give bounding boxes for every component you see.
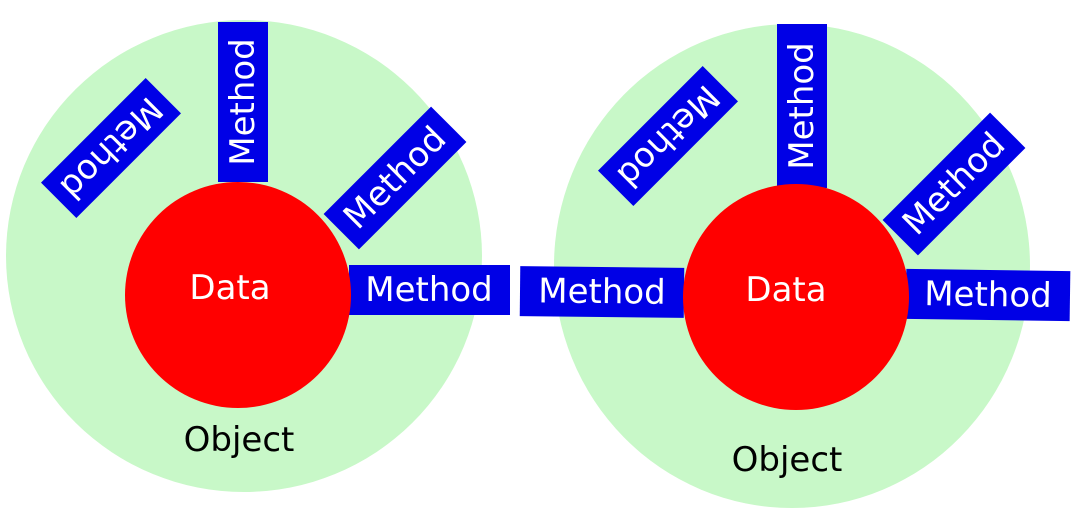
object-2-method-4: Method: [519, 266, 685, 318]
object-1: Method Method Method Method Data Object: [6, 20, 510, 492]
object-1-method-4: Method: [349, 265, 510, 315]
object-2-method-2-label: Method: [782, 42, 822, 170]
object-1-label: Object: [184, 420, 295, 460]
object-1-method-2-label: Method: [223, 38, 263, 166]
object-2-method-4-box: [519, 266, 685, 318]
object-1-method-1-box: [40, 77, 182, 219]
object-2-data-label: Data: [745, 270, 826, 310]
object-1-method-2-box: [218, 22, 268, 182]
object-1-method-4-label: Method: [365, 270, 493, 310]
object-2-method-2: Method: [777, 24, 827, 188]
object-2-method-5-label: Method: [924, 274, 1052, 316]
object-1-method-4-box: [349, 265, 510, 315]
object-1-method-3-box: [323, 106, 467, 250]
object-2-method-1-box: [597, 65, 739, 207]
object-2-data-circle: [683, 184, 909, 410]
object-1-data-label: Data: [189, 268, 270, 308]
object-2-method-5: Method: [905, 268, 1071, 322]
object-2-method-2-box: [777, 24, 827, 188]
object-1-data-circle: [125, 182, 351, 408]
object-2-method-5-box: [905, 268, 1071, 322]
object-2-method-3-box: [882, 112, 1026, 256]
object-2-method-4-label: Method: [538, 271, 666, 312]
object-1-method-2: Method: [218, 22, 268, 182]
object-2-label: Object: [732, 440, 843, 480]
object-2: Method Method Method Method Method Data …: [519, 24, 1071, 508]
